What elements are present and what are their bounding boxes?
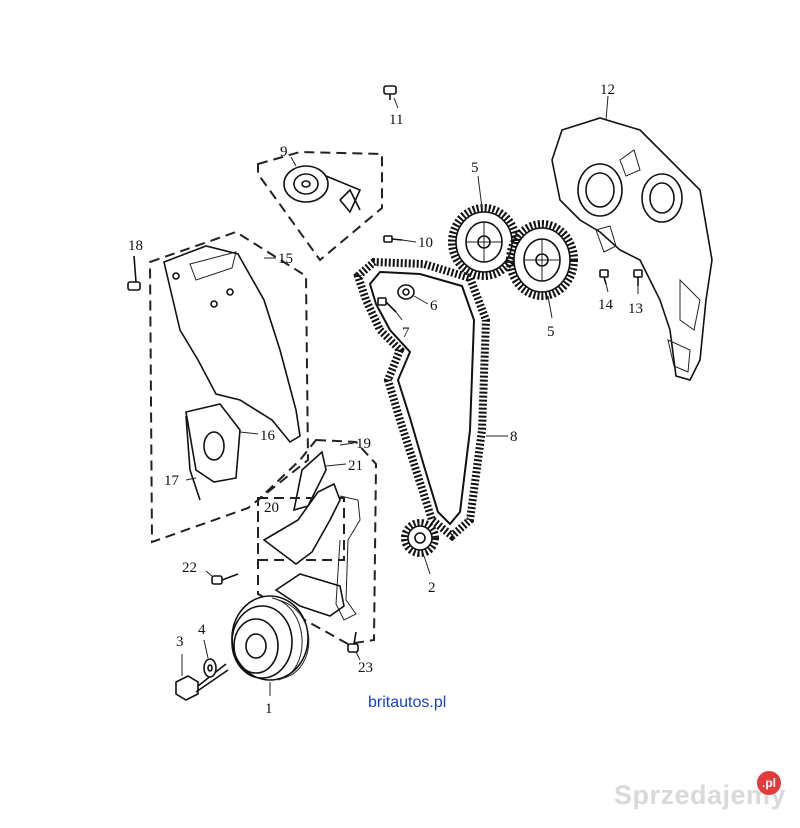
part-14-bolt [599, 269, 609, 285]
callout-16: 16 [260, 428, 276, 444]
part-18-bolt [127, 255, 141, 291]
part-1-crank-pulley [231, 595, 310, 681]
callout-11: 11 [389, 112, 403, 128]
part-13-bolt [633, 269, 643, 286]
callout-14: 14 [598, 297, 614, 313]
part-2-idler-pulley [401, 519, 439, 557]
callout-2: 2 [428, 580, 436, 596]
callout-9: 9 [280, 144, 288, 160]
part-6-washer [397, 284, 415, 300]
part-11-bolt [383, 85, 397, 100]
callout-13: 13 [628, 301, 643, 317]
part-15-upper-cover [163, 245, 301, 444]
part-22-bolt [211, 573, 239, 585]
part-10-bolt [383, 235, 403, 243]
callout-21: 21 [348, 458, 363, 474]
callout-6: 6 [430, 298, 438, 314]
group-15-outline [148, 230, 310, 544]
callout-22: 22 [182, 560, 197, 576]
callout-12: 12 [600, 82, 615, 98]
part-12-rear-cover [551, 117, 713, 381]
callout-23: 23 [358, 660, 373, 676]
part-3-crank-bolt [175, 663, 229, 701]
callout-5-top: 5 [471, 160, 479, 176]
part-9-tensioner [283, 165, 362, 214]
brand-logo-badge: .pl [757, 771, 781, 795]
part-17-seal [185, 415, 201, 501]
callout-19: 19 [356, 436, 371, 452]
part-7-bolt [377, 297, 397, 313]
callout-4: 4 [198, 622, 206, 638]
callout-15: 15 [278, 251, 293, 267]
part-5-sprocket-left [448, 204, 520, 280]
callout-7: 7 [402, 325, 410, 341]
callout-10: 10 [418, 235, 433, 251]
part-23-bolt [347, 631, 359, 653]
callout-1: 1 [265, 701, 273, 717]
part-21-cover-strip [292, 450, 327, 512]
callout-20: 20 [264, 500, 279, 516]
part-4-washer [203, 658, 217, 678]
part-16-cover-piece [185, 403, 241, 483]
brand-logo-text: Sprzedajemy [614, 780, 787, 810]
callout-3: 3 [176, 634, 184, 650]
group-9-outline [257, 150, 383, 262]
part-20-bracket [262, 482, 361, 621]
callout-5-bottom: 5 [547, 324, 555, 340]
source-watermark-link[interactable]: britautos.pl [368, 694, 447, 711]
part-5-sprocket-right [506, 220, 578, 300]
callout-8: 8 [510, 429, 518, 445]
part-8-timing-belt [353, 257, 491, 542]
callout-18: 18 [128, 238, 143, 254]
callout-17: 17 [164, 473, 180, 489]
